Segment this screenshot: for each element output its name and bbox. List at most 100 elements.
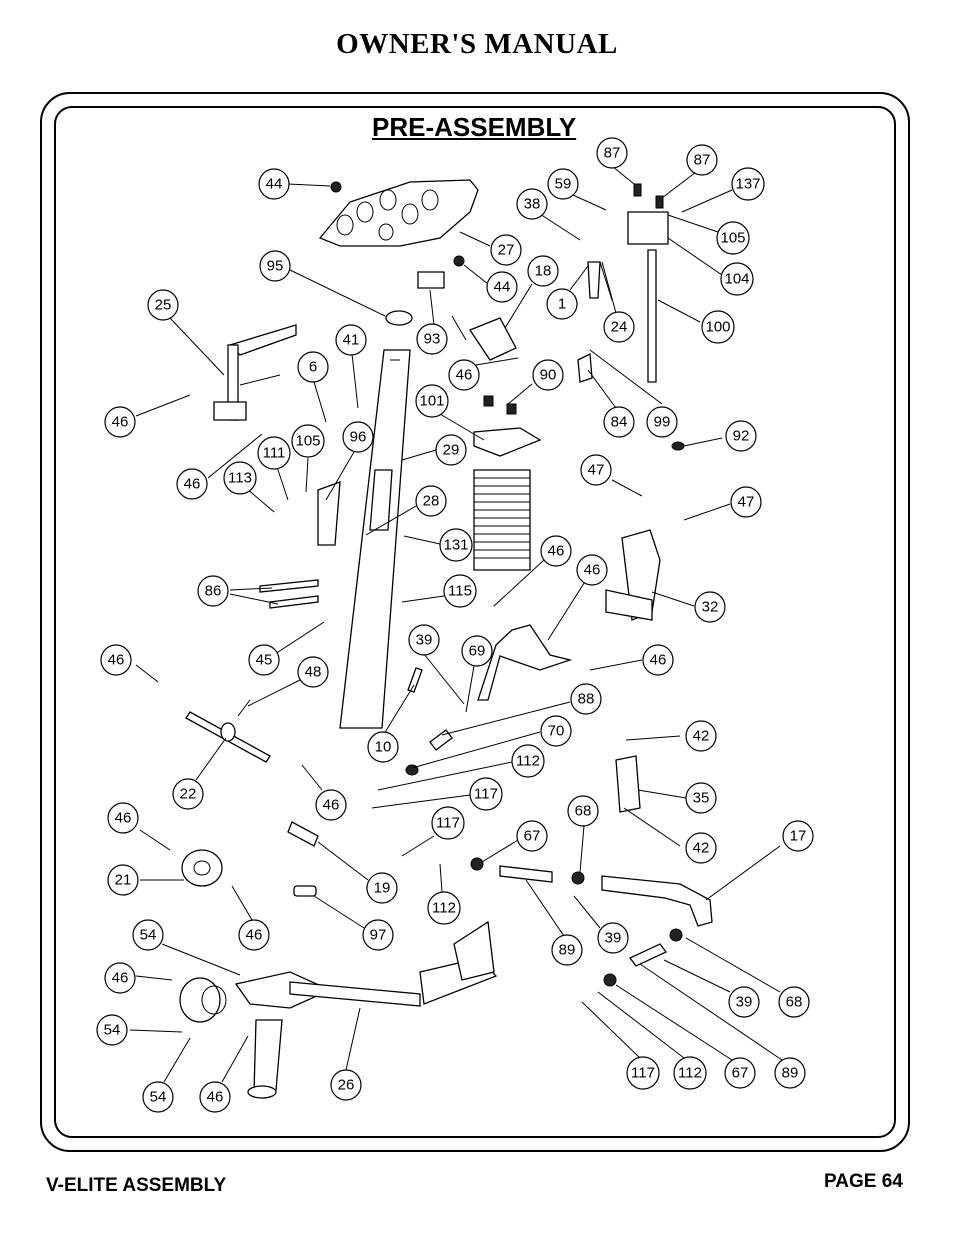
svg-text:32: 32: [702, 599, 719, 616]
callout-18: 18: [527, 255, 559, 287]
callout-92: 92: [725, 420, 757, 452]
weight-plates: [473, 469, 531, 571]
svg-text:70: 70: [548, 723, 565, 740]
callout-46: 46: [448, 359, 480, 391]
page-title: OWNER'S MANUAL: [336, 28, 618, 60]
callout-46: 46: [104, 962, 136, 994]
svg-text:87: 87: [604, 145, 621, 162]
svg-text:46: 46: [548, 543, 565, 560]
callout-17: 17: [782, 820, 814, 852]
callout-25: 25: [147, 289, 179, 321]
callout-39: 39: [728, 986, 760, 1018]
callout-67: 67: [516, 820, 548, 852]
svg-text:84: 84: [611, 414, 628, 431]
callout-54: 54: [132, 919, 164, 951]
svg-text:44: 44: [266, 176, 283, 193]
callout-48: 48: [297, 656, 329, 688]
callout-45: 45: [248, 644, 280, 676]
callout-6: 6: [297, 351, 329, 383]
callout-112: 112: [427, 891, 461, 925]
callout-84: 84: [603, 406, 635, 438]
svg-text:89: 89: [559, 942, 576, 959]
svg-text:46: 46: [108, 652, 125, 669]
callout-137: 137: [731, 167, 765, 201]
svg-text:47: 47: [588, 462, 605, 479]
callout-90: 90: [532, 359, 564, 391]
svg-text:19: 19: [374, 880, 391, 897]
callout-46: 46: [315, 789, 347, 821]
callout-69: 69: [461, 635, 493, 667]
callout-44: 44: [258, 168, 290, 200]
svg-text:25: 25: [155, 297, 172, 314]
svg-text:137: 137: [735, 176, 760, 193]
callout-29: 29: [435, 434, 467, 466]
svg-text:96: 96: [350, 429, 367, 446]
callout-89: 89: [551, 934, 583, 966]
callout-68: 68: [567, 795, 599, 827]
svg-text:112: 112: [516, 753, 540, 770]
callout-117: 117: [469, 777, 503, 811]
svg-text:104: 104: [724, 271, 749, 288]
callout-105: 105: [716, 221, 750, 255]
svg-text:113: 113: [228, 470, 252, 487]
leader-lines: [129, 165, 783, 1083]
svg-text:6: 6: [309, 359, 317, 376]
callout-70: 70: [540, 715, 572, 747]
callout-68: 68: [778, 986, 810, 1018]
svg-text:68: 68: [786, 994, 803, 1011]
callout-46: 46: [100, 644, 132, 676]
svg-text:46: 46: [184, 476, 201, 493]
callout-38: 38: [516, 188, 548, 220]
svg-text:115: 115: [448, 583, 472, 600]
callout-46: 46: [104, 406, 136, 438]
callout-46: 46: [576, 554, 608, 586]
svg-text:46: 46: [246, 927, 263, 944]
svg-text:48: 48: [305, 664, 322, 681]
svg-text:97: 97: [370, 927, 387, 944]
svg-text:22: 22: [180, 786, 197, 803]
callout-46: 46: [107, 802, 139, 834]
svg-text:39: 39: [416, 632, 433, 649]
callout-22: 22: [172, 778, 204, 810]
svg-text:18: 18: [535, 263, 552, 280]
callout-93: 93: [416, 323, 448, 355]
svg-text:1: 1: [558, 296, 566, 313]
callout-113: 113: [223, 461, 257, 495]
svg-text:99: 99: [654, 414, 671, 431]
svg-text:117: 117: [631, 1065, 655, 1082]
svg-text:92: 92: [733, 428, 750, 445]
svg-text:46: 46: [112, 414, 129, 431]
parts-drawing: [179, 179, 713, 1099]
callout-1: 1: [546, 288, 578, 320]
callout-67: 67: [724, 1057, 756, 1089]
svg-text:39: 39: [605, 930, 622, 947]
svg-text:27: 27: [498, 242, 515, 259]
svg-text:29: 29: [443, 442, 460, 459]
svg-text:101: 101: [419, 393, 444, 410]
svg-text:26: 26: [338, 1077, 355, 1094]
svg-text:35: 35: [693, 790, 710, 807]
svg-text:45: 45: [256, 652, 273, 669]
callout-99: 99: [646, 406, 678, 438]
callout-96: 96: [342, 421, 374, 453]
callout-100: 100: [701, 310, 735, 344]
svg-text:17: 17: [790, 828, 807, 845]
callout-117: 117: [431, 806, 465, 840]
callout-21: 21: [107, 864, 139, 896]
callout-35: 35: [685, 782, 717, 814]
svg-text:42: 42: [693, 728, 710, 745]
svg-text:54: 54: [104, 1022, 121, 1039]
svg-text:112: 112: [432, 900, 456, 917]
svg-text:38: 38: [524, 196, 541, 213]
svg-text:69: 69: [469, 643, 486, 660]
callout-27: 27: [490, 234, 522, 266]
callout-54: 54: [96, 1014, 128, 1046]
callout-88: 88: [570, 683, 602, 715]
callout-112: 112: [673, 1056, 707, 1090]
svg-text:105: 105: [720, 230, 745, 247]
callout-86: 86: [197, 575, 229, 607]
svg-text:39: 39: [736, 994, 753, 1011]
svg-text:105: 105: [295, 433, 320, 450]
svg-text:10: 10: [375, 739, 392, 756]
